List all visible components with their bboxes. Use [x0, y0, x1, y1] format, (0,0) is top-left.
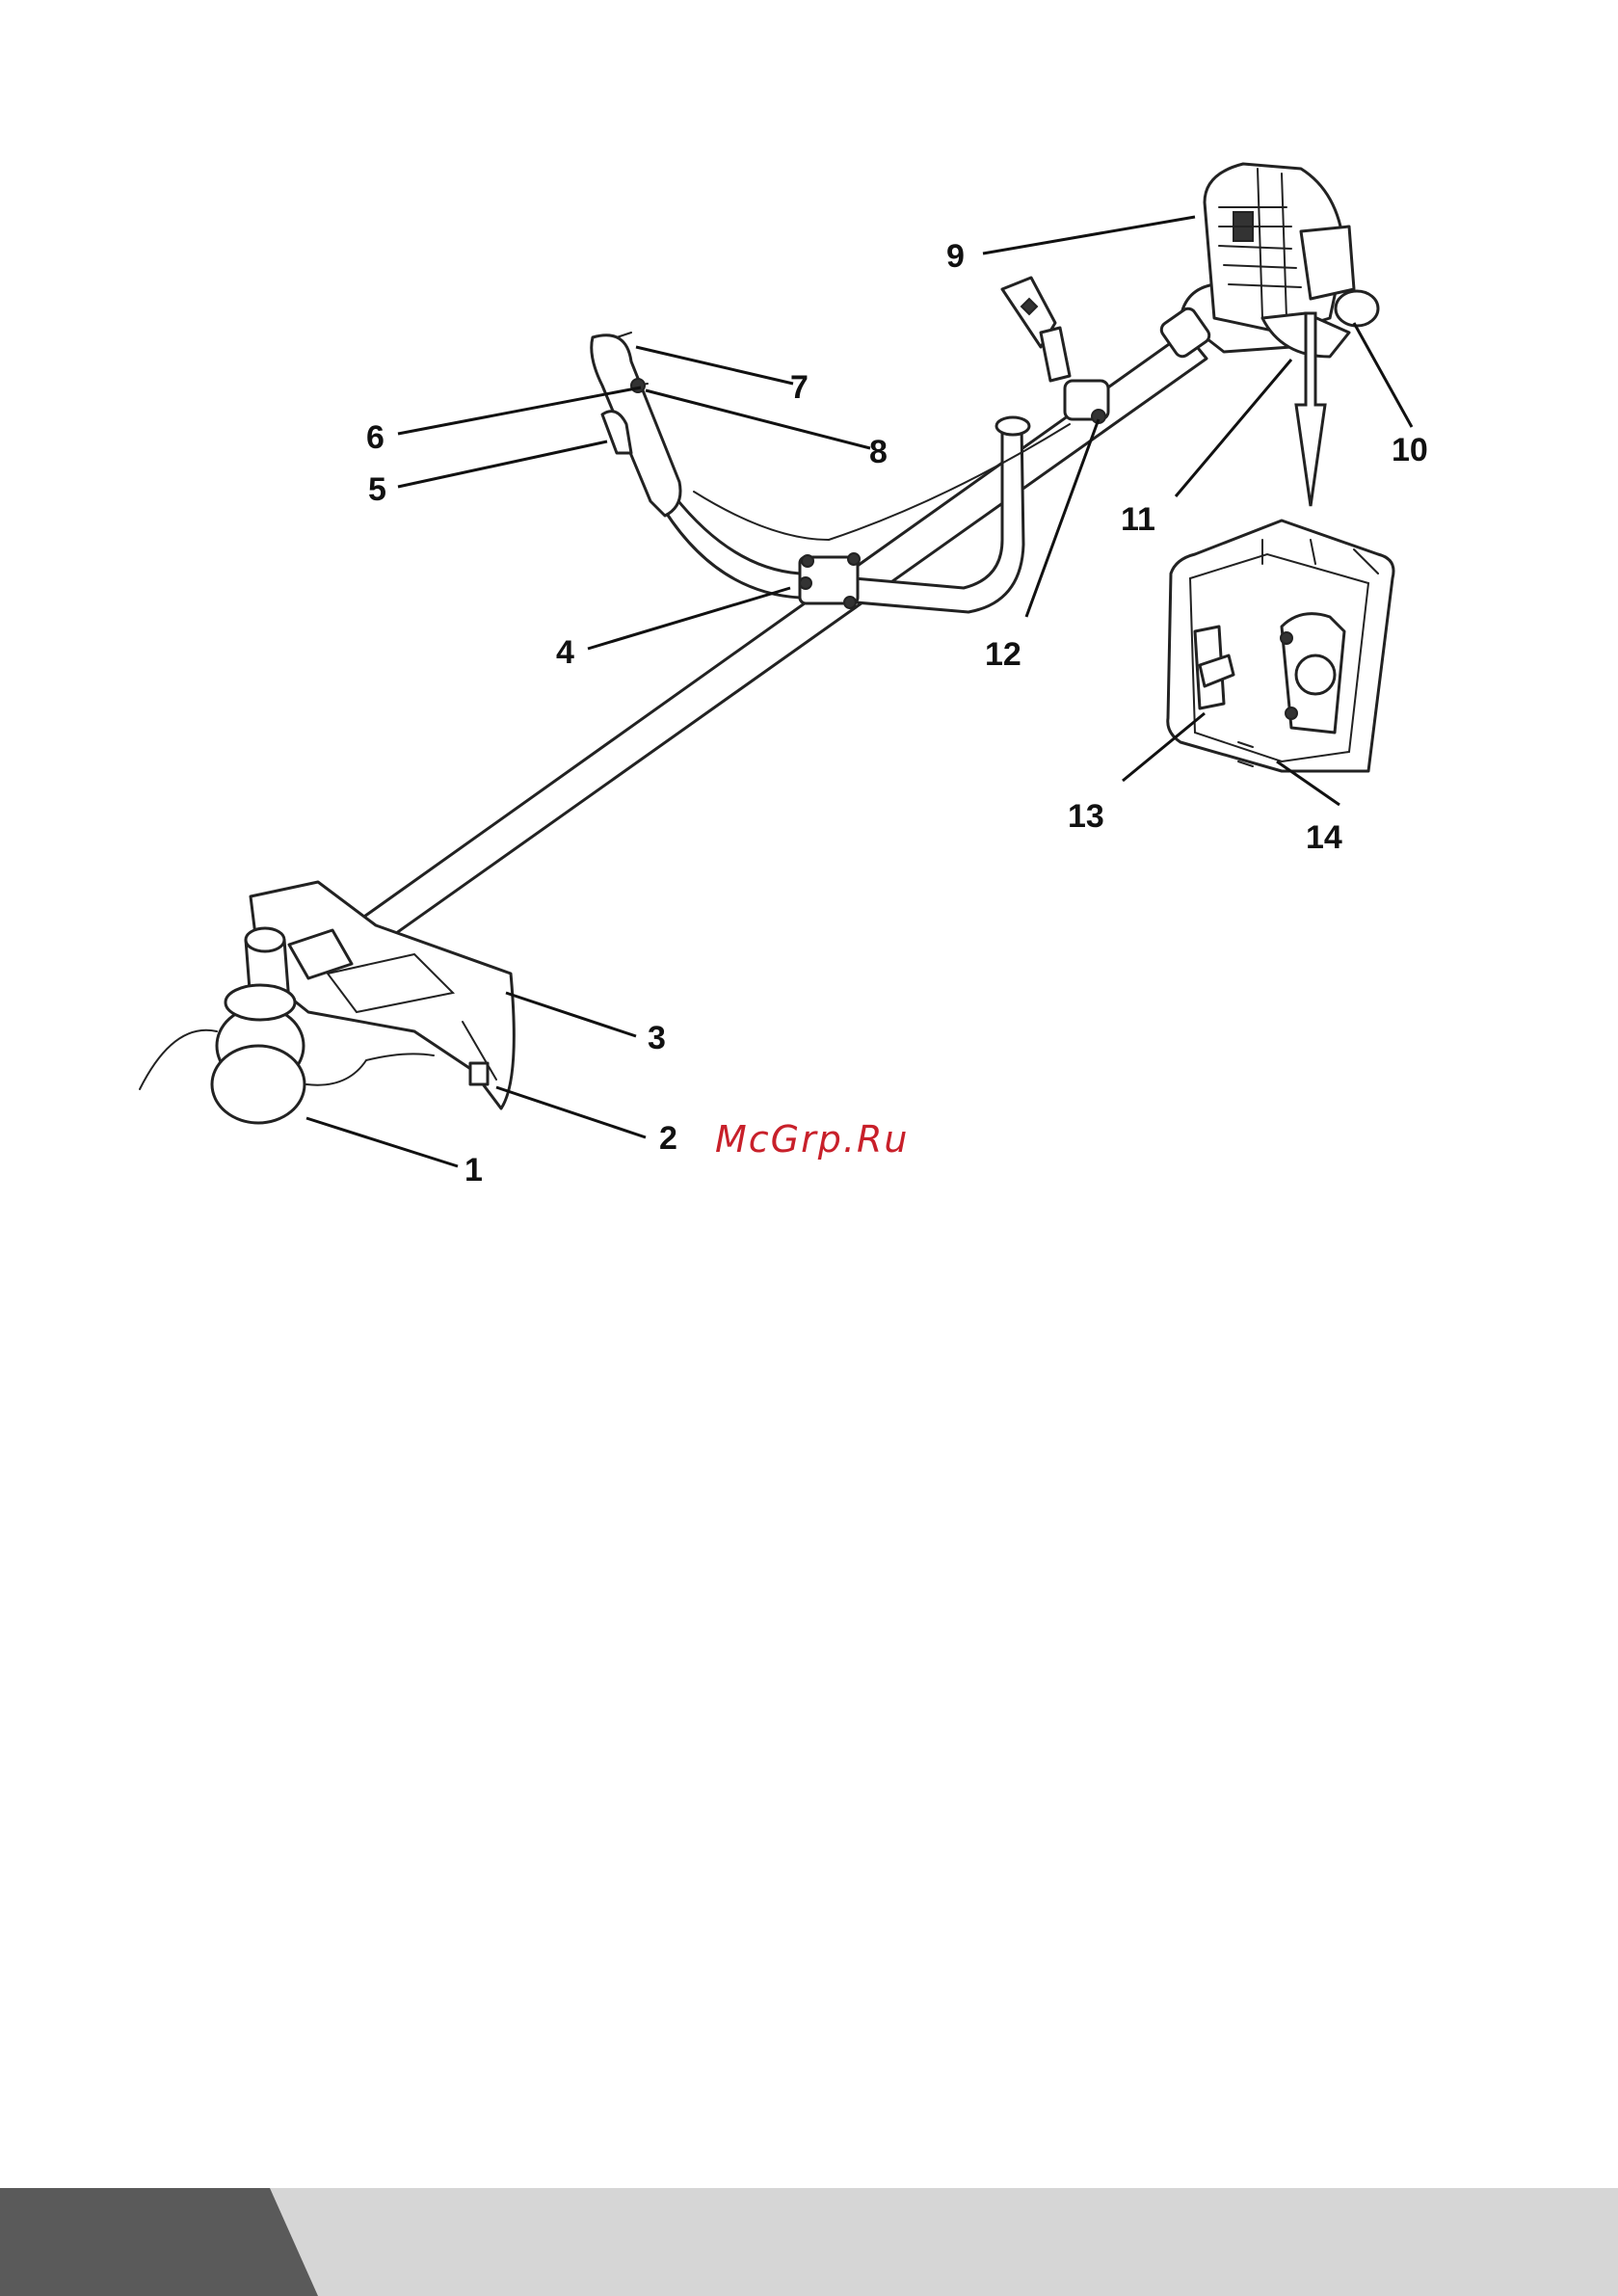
callout-9: 9	[946, 238, 965, 275]
callout-10: 10	[1392, 432, 1428, 468]
watermark-text: McGrp.Ru	[715, 1118, 909, 1161]
footer-bar	[0, 2188, 1618, 2296]
callout-11: 11	[1121, 501, 1155, 538]
callout-3: 3	[648, 1020, 666, 1056]
cutting-head	[140, 882, 514, 1123]
drive-shaft	[318, 333, 1207, 974]
callout-2: 2	[659, 1120, 677, 1157]
engine	[1180, 164, 1378, 357]
callout-4: 4	[556, 634, 574, 671]
callout-12: 12	[985, 636, 1021, 673]
air-filter-cover	[1168, 521, 1393, 771]
callout-8: 8	[869, 434, 888, 470]
callout-1: 1	[464, 1152, 483, 1188]
callout-7: 7	[790, 369, 809, 406]
callout-14: 14	[1306, 819, 1342, 856]
callout-5: 5	[368, 471, 386, 508]
callout-13: 13	[1068, 798, 1104, 835]
callout-6: 6	[366, 419, 385, 456]
footer-dark-tab	[0, 2188, 318, 2296]
handlebar-clamp	[800, 553, 860, 608]
harness-hook	[1002, 278, 1108, 423]
